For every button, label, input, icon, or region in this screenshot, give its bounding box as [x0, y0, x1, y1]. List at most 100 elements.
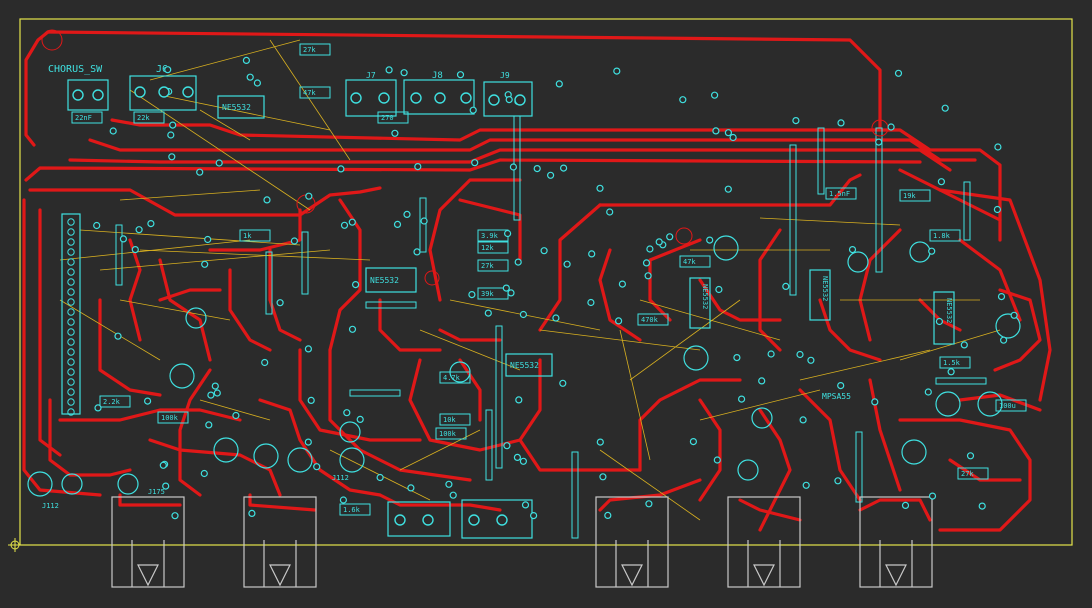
strip-pad	[67, 378, 75, 386]
origin-marker	[8, 538, 22, 552]
strip-pad	[67, 338, 75, 346]
solder-pad	[159, 461, 167, 469]
solder-pad	[276, 299, 284, 307]
component-part: 100u	[995, 399, 1027, 412]
solder-pad	[507, 289, 515, 297]
solder-pad	[340, 221, 349, 229]
component-value-label: 12k	[481, 244, 494, 252]
solder-pad	[468, 291, 476, 299]
solder-pad	[555, 80, 563, 88]
solder-pad	[504, 229, 512, 238]
ic-label: NE5532	[701, 284, 709, 309]
component-part: 100k	[157, 411, 189, 424]
solder-pad	[420, 217, 428, 225]
header-pin	[92, 89, 104, 101]
solder-pad	[529, 511, 538, 520]
strip-pad	[67, 248, 75, 256]
component-pads	[72, 56, 1018, 526]
component-value-label: 270	[381, 114, 394, 122]
solder-pad	[767, 350, 775, 358]
solder-pad	[587, 298, 595, 307]
component-part: 27k	[957, 467, 989, 480]
solder-pad	[376, 473, 384, 482]
solder-pad	[400, 69, 408, 77]
solder-pad	[502, 284, 510, 292]
solder-pad	[540, 247, 548, 255]
solder-pad	[519, 457, 528, 465]
solder-pad	[792, 116, 800, 125]
solder-pad	[715, 285, 723, 294]
solder-pad	[242, 56, 250, 65]
component-value-label: 39k	[481, 290, 494, 298]
header-pin	[514, 94, 526, 106]
solder-pad	[966, 452, 975, 460]
solder-pad	[196, 168, 204, 176]
solder-pad	[343, 409, 351, 417]
header-pin	[434, 92, 446, 104]
component-part: 1.8k	[929, 229, 961, 242]
component-part: 1.5k	[939, 356, 971, 369]
component-part: 4.7k	[439, 371, 471, 384]
solder-pad	[469, 106, 477, 114]
solder-pad	[248, 509, 256, 518]
solder-pad	[471, 159, 479, 167]
solder-pad	[304, 438, 312, 446]
strip-pad	[67, 368, 75, 376]
header-pin	[422, 514, 434, 526]
component-part: 19k	[899, 189, 931, 202]
component-part: 12k	[477, 241, 509, 254]
solder-pad	[604, 511, 612, 520]
solder-pad	[666, 233, 674, 241]
component-value-label: 100u	[999, 402, 1016, 410]
header-pin	[350, 92, 362, 104]
solder-pad	[871, 398, 879, 406]
component-part: 27k	[477, 259, 509, 272]
solder-pad	[119, 235, 128, 243]
solder-pad	[94, 404, 102, 412]
solder-pad	[307, 396, 315, 404]
solder-pad	[997, 293, 1006, 301]
solder-pad	[215, 159, 223, 167]
solder-pad	[935, 317, 944, 326]
strip-pad	[67, 278, 75, 286]
solder-pad	[782, 282, 790, 290]
strip-pad	[67, 348, 75, 356]
solder-pad	[414, 163, 422, 171]
solder-pad	[894, 69, 903, 77]
solder-pad	[947, 368, 955, 376]
solder-pad	[724, 129, 733, 137]
solder-pad	[201, 260, 209, 268]
solder-pad	[449, 491, 457, 499]
strip-pad	[67, 238, 75, 246]
header-pin	[394, 514, 406, 526]
header-pin	[488, 94, 500, 106]
component-value-label: 27k	[961, 470, 974, 478]
component-value-label: 3.9k	[481, 232, 499, 240]
solder-pad	[710, 91, 719, 99]
solder-pad	[837, 119, 845, 127]
solder-pad	[290, 237, 298, 245]
solder-pad	[393, 220, 402, 228]
component-value-label: 19k	[903, 192, 916, 200]
solder-pad	[515, 396, 523, 404]
solder-pad	[807, 356, 815, 364]
solder-pad	[546, 171, 555, 179]
solder-pad	[484, 309, 492, 317]
ic-label: NE5532	[821, 276, 829, 301]
solder-pad	[385, 66, 393, 74]
component-value-label: 1.5nF	[829, 190, 850, 198]
ic-label: NE5532	[370, 276, 399, 285]
strip-pad	[67, 228, 75, 236]
component-part: 47k	[299, 86, 331, 99]
component-value-label: 1k	[243, 232, 252, 240]
solder-pad	[168, 153, 176, 161]
header-pin	[378, 92, 390, 104]
solder-pad	[613, 67, 621, 75]
j112-label: J112	[332, 474, 349, 482]
component-part: 1.6k	[339, 503, 371, 516]
component-part: 22nF	[71, 111, 103, 124]
solder-pad	[679, 96, 687, 104]
solder-pad	[559, 379, 567, 387]
solder-pad	[758, 377, 766, 385]
